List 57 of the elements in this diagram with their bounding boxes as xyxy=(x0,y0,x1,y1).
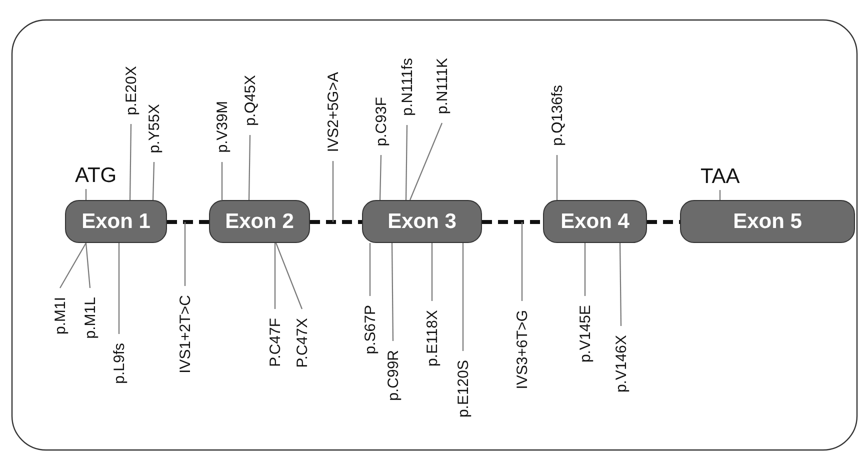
dashed-connector xyxy=(167,220,209,224)
leader-line xyxy=(719,190,721,200)
leader-line xyxy=(584,243,586,296)
mutation-label: p.E120S xyxy=(456,360,470,418)
mutation-label: IVS1+2T>C xyxy=(178,295,192,374)
mutation-label: p.E20X xyxy=(124,66,138,116)
leader-line xyxy=(248,135,251,200)
dashed-connector xyxy=(647,220,680,224)
exon-box: Exon 4 xyxy=(543,200,647,243)
mutation-label: p.L9fs xyxy=(112,343,126,384)
exon-box: Exon 5 xyxy=(680,200,855,243)
mutation-label: p.Q136fs xyxy=(550,85,564,146)
mutation-label: IVS2+5G>A xyxy=(326,72,340,152)
mutation-label: p.Q45X xyxy=(242,75,258,126)
mutation-label: p.Y55X xyxy=(146,104,162,154)
dashed-connector xyxy=(482,220,543,224)
leader-line xyxy=(379,154,382,200)
leader-line xyxy=(152,162,155,200)
leader-line xyxy=(184,222,186,286)
leader-line xyxy=(85,242,91,288)
exon-box: Exon 2 xyxy=(209,200,310,243)
mutation-label: P.C47X xyxy=(294,318,310,368)
mutation-label: p.C99R xyxy=(386,350,400,401)
mutation-label: p.V39M xyxy=(214,101,230,153)
mutation-label: p.S67P xyxy=(362,305,378,354)
mutation-label: p.V146X xyxy=(614,335,628,393)
codon-label: TAA xyxy=(700,166,740,187)
leader-line xyxy=(118,243,120,334)
mutation-label: IVS3+6T>G xyxy=(514,310,530,390)
leader-line xyxy=(369,243,371,296)
mutation-label: p.N111fs xyxy=(400,58,414,116)
leader-line xyxy=(431,243,433,301)
leader-line xyxy=(521,222,523,301)
leader-line xyxy=(129,124,132,200)
leader-line xyxy=(274,243,276,309)
exon-box: Exon 3 xyxy=(362,200,482,243)
mutation-label: p.N111K xyxy=(434,58,450,114)
mutation-label: P.C47F xyxy=(268,318,282,367)
leader-line xyxy=(405,125,408,200)
leader-line xyxy=(556,155,558,200)
leader-line xyxy=(462,243,464,351)
leader-line xyxy=(221,162,223,200)
leader-line xyxy=(410,122,442,200)
mutation-label: p.C93F xyxy=(374,97,388,146)
mutation-label: p.E118X xyxy=(424,310,440,366)
mutation-label: p.M1I xyxy=(52,297,68,335)
leader-line xyxy=(275,242,303,310)
mutation-label: p.V145E xyxy=(578,305,592,363)
leader-line xyxy=(85,189,87,200)
leader-line xyxy=(619,243,622,326)
leader-line xyxy=(391,243,394,341)
exon-box: Exon 1 xyxy=(65,200,167,243)
mutation-label: p.M1L xyxy=(82,297,98,339)
dashed-connector xyxy=(310,220,362,224)
leader-line xyxy=(60,242,86,288)
leader-line xyxy=(332,161,334,222)
codon-label: ATG xyxy=(75,165,117,186)
